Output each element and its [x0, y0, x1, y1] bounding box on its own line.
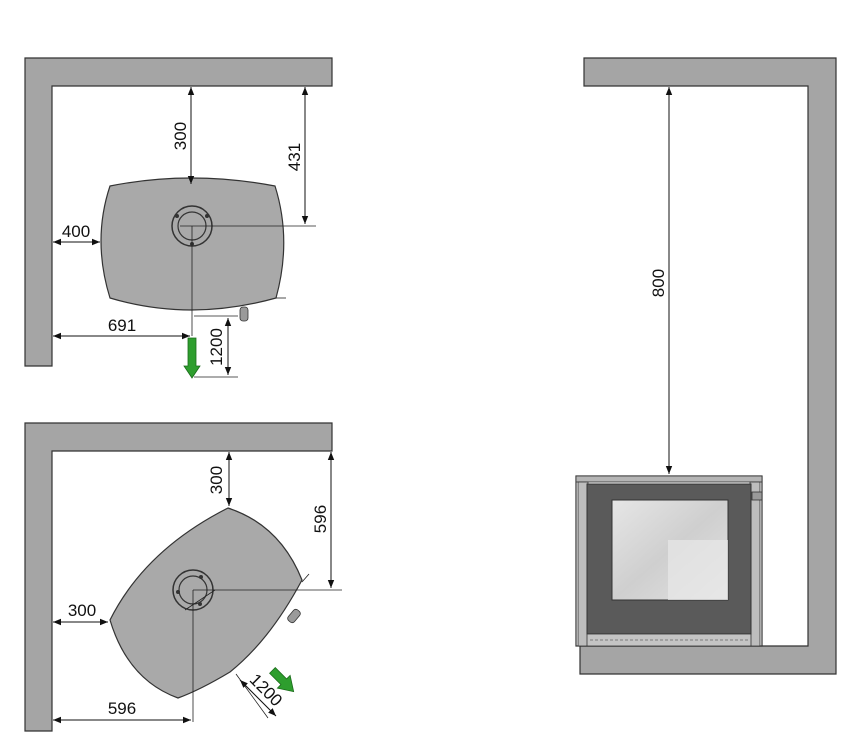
top-view-side-dimension-label: 400: [62, 222, 90, 241]
top-view-front-dimension-label: 1200: [207, 328, 226, 366]
corner-view-front-direction-arrow-icon: [269, 667, 295, 693]
front-view-door-handle: [751, 491, 763, 501]
front-view: 800: [575, 57, 837, 675]
corner-view-flue-side-dimension-label: 596: [108, 699, 136, 718]
corner-view-air-lever: [287, 608, 301, 624]
corner-view-front-dimension-line: [239, 679, 277, 717]
corner-view-flue-rear-dimension-label: 596: [311, 505, 330, 533]
top-view-wall: [24, 57, 333, 367]
top-view-front-direction-arrow-icon: [183, 337, 201, 379]
top-view-flue-rear-dimension-label: 431: [285, 143, 304, 171]
top-view: 300 431 400 691 1200: [24, 57, 333, 379]
corner-view-side-dimension-label: 300: [68, 601, 96, 620]
corner-view-handle: [301, 573, 310, 583]
front-view-stove: [575, 475, 763, 647]
corner-view-rear-dimension-label: 300: [207, 466, 226, 494]
top-view-flue-side-dimension-label: 691: [108, 316, 136, 335]
corner-view-flue-diagonal: [184, 589, 216, 611]
top-view-air-lever: [239, 306, 249, 322]
corner-view: 300 596 300 596 1200: [24, 422, 342, 732]
corner-view-wall: [24, 422, 333, 732]
front-view-ceiling-dimension-label: 800: [649, 269, 668, 297]
top-view-rear-dimension-label: 300: [171, 122, 190, 150]
